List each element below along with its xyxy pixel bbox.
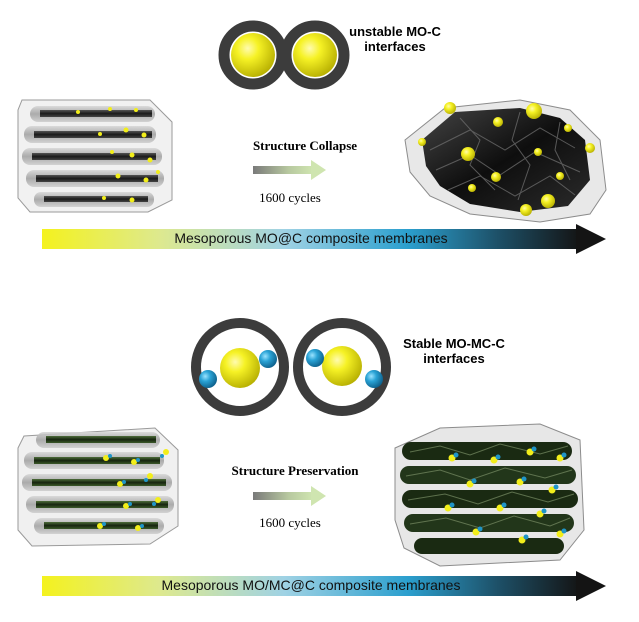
metal-carbide-particle [199,370,217,388]
preserved-membrane [394,423,585,567]
pristine-membrane-top [17,99,173,213]
band-label-bottom: Mesoporous MO/MC@C composite membranes [161,577,461,593]
metal-oxide-particle-left [231,33,275,77]
process-arrow-top [253,160,326,180]
metal-carbide-particle [365,370,383,388]
structure-preservation-label: Structure Preservation [231,463,359,478]
process-arrow-bottom [253,486,326,506]
stable-interface-label-line2: interfaces [423,351,485,366]
stable-interface-label: Stable MO-MC-C interfaces [392,336,516,366]
metal-oxide-particle-right [322,346,362,386]
stable-interface-illustration [191,318,391,416]
structure-collapse-label: Structure Collapse [252,138,358,153]
stable-interface-label-line1: Stable MO-MC-C [403,336,505,351]
unstable-interface-illustration [218,20,350,90]
cycles-label-top: 1600 cycles [259,190,321,205]
unstable-interface-label: unstable MO-C interfaces [340,24,450,54]
collapsed-membrane [404,99,607,223]
band-arrow-top [42,224,606,254]
unstable-interface-label-line1: unstable MO-C [349,24,441,39]
pristine-membrane-bottom [17,427,179,547]
metal-oxide-particle-right [293,33,337,77]
band-arrow-bottom [42,571,606,601]
metal-carbide-particle [306,349,324,367]
cycles-label-bottom: 1600 cycles [259,515,321,530]
metal-oxide-particle-left [220,348,260,388]
unstable-interface-label-line2: interfaces [364,39,426,54]
metal-carbide-particle [259,350,277,368]
band-label-top: Mesoporous MO@C composite membranes [174,230,448,246]
